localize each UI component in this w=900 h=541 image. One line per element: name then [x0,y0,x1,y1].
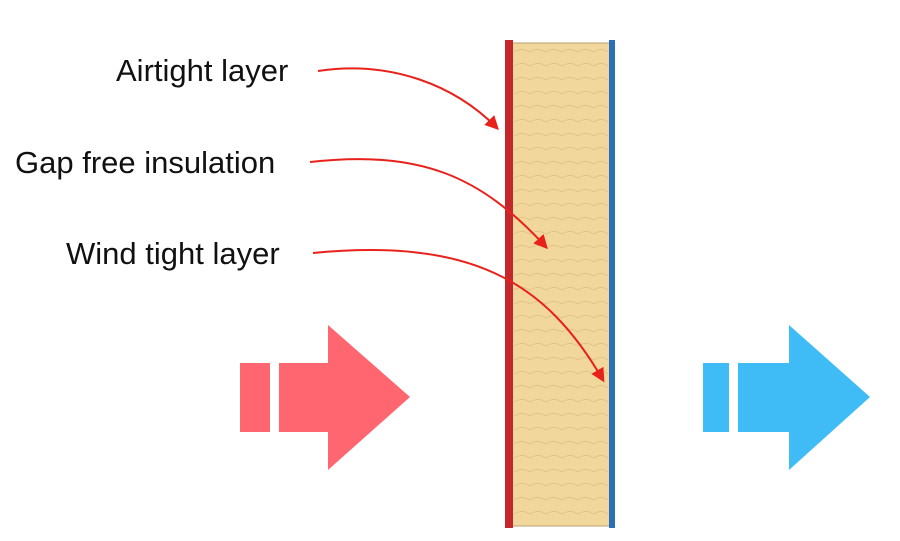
insulation-fiber-line [513,259,609,263]
insulation-fiber-line [513,497,609,501]
insulation-fiber-line [513,77,609,81]
insulation-fiber-line [513,399,609,403]
heat-flow-arrow-icon [240,325,410,470]
gap-free-insulation-label: Gap free insulation [15,145,276,180]
insulation-fiber-line [513,119,609,123]
insulation-fiber-line [513,329,609,333]
insulation-fiber-line [513,301,609,305]
insulation-fiber-line [513,175,609,179]
insulation-pointer-arrow [309,158,548,250]
insulation-fiber-line [513,315,609,319]
insulation-fiber-line [513,49,609,53]
insulation-fiber-line [513,147,609,151]
heat-flow-arrow-icon [703,325,870,470]
insulation-fiber-line [513,161,609,165]
insulation-fiber-line [513,413,609,417]
airtight-layer-label: Airtight layer [116,53,289,88]
wind-tight-pointer-arrow [312,249,605,383]
wind-tight-layer [609,40,615,528]
wind-tight-layer-label: Wind tight layer [66,236,280,271]
airtight-pointer-arrow [317,67,499,131]
insulation-fiber-line [513,231,609,235]
insulation-fiber-line [513,343,609,347]
insulation-fiber-line [513,385,609,389]
insulation-fiber-line [513,245,609,249]
insulation-fiber-line [513,511,609,515]
insulation-fiber-line [513,203,609,207]
airtight-layer [505,40,513,528]
insulation-fiber-line [513,287,609,291]
insulation-fiber-line [513,133,609,137]
insulation-fiber-line [513,105,609,109]
insulation-layer [511,42,611,527]
insulation-fiber-line [513,217,609,221]
insulation-fiber-line [513,189,609,193]
insulation-fiber-line [513,427,609,431]
insulation-fiber-line [513,91,609,95]
insulation-fiber-line [513,469,609,473]
insulation-fiber-line [513,63,609,67]
insulation-texture [513,49,609,515]
insulation-fiber-line [513,483,609,487]
insulation-fiber-line [513,441,609,445]
insulation-fiber-line [513,273,609,277]
insulation-fiber-line [513,357,609,361]
insulation-fiber-line [513,455,609,459]
